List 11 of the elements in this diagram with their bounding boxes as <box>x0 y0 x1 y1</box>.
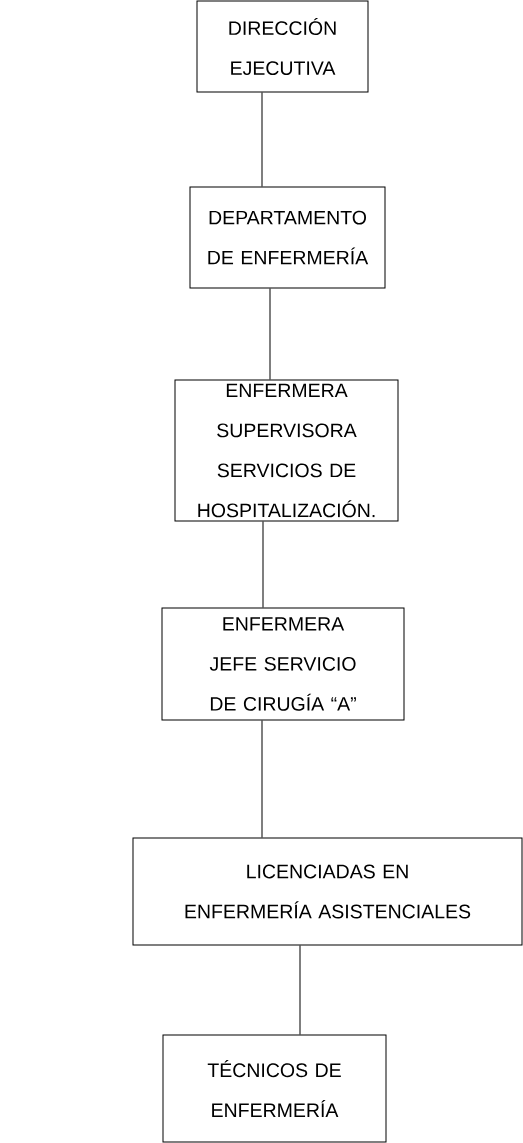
org-box: TÉCNICOS DE ENFERMERÍA <box>162 1034 387 1143</box>
connector-line <box>261 92 263 187</box>
org-box: DEPARTAMENTO DE ENFERMERÍA <box>189 186 386 289</box>
org-box: DIRECCIÓN EJECUTIVA <box>196 0 369 93</box>
org-box: ENFERMERA JEFE SERVICIO DE CIRUGÍA “A” <box>161 607 405 721</box>
connector-line <box>299 945 301 1035</box>
connector-line <box>269 288 271 380</box>
org-box: ENFERMERA SUPERVISORA SERVICIOS DE HOSPITALIZACIÓN. <box>174 379 399 522</box>
connector-line <box>261 720 263 838</box>
connector-line <box>262 521 264 608</box>
org-box: LICENCIADAS EN ENFERMERÍA ASISTENCIALES <box>132 837 523 946</box>
